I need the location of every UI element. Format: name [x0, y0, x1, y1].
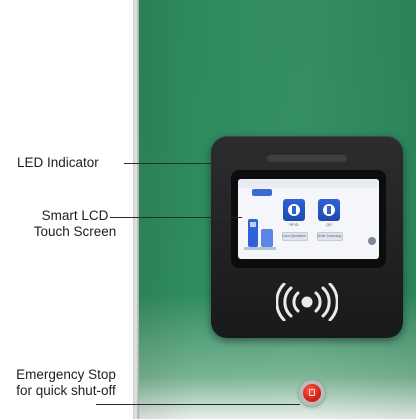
order-scanning-label: Order Scanning — [316, 234, 342, 238]
emergency-stop-label-line2: for quick shut-off — [16, 383, 116, 398]
order-scanning-button[interactable] — [317, 232, 343, 241]
emergency-stop-button[interactable] — [303, 384, 321, 402]
rfid-tile-icon — [288, 204, 300, 216]
rfid-tile-caption: RFID — [289, 222, 299, 227]
card-operation-label: Card Operation — [282, 234, 306, 238]
qr-tile-icon — [323, 204, 335, 216]
led-indicator-label: LED Indicator — [17, 155, 99, 170]
led-indicator-leader — [124, 163, 244, 164]
qr-tile[interactable] — [318, 199, 340, 221]
emergency-stop-icon — [309, 389, 315, 396]
charger-illustration-icon — [244, 219, 276, 250]
screen-logo-banner — [252, 189, 272, 196]
card-operation-button[interactable] — [282, 232, 308, 241]
led-indicator-bar — [266, 153, 348, 162]
cabinet-edge — [133, 0, 139, 419]
smart-lcd-label-line1: Smart LCD — [41, 208, 109, 223]
emergency-stop-leader — [96, 404, 300, 405]
lcd-touch-screen[interactable]: RFID QR Card Operation Order Scanning — [238, 179, 379, 259]
contactless-icon — [276, 283, 338, 321]
rfid-tile[interactable] — [283, 199, 305, 221]
qr-tile-caption: QR — [326, 222, 332, 227]
emergency-stop-label-line1: Emergency Stop — [16, 367, 116, 382]
smart-lcd-label-line2: Touch Screen — [33, 224, 117, 239]
smart-lcd-leader — [110, 217, 242, 218]
back-icon[interactable] — [368, 237, 376, 245]
label-area — [0, 0, 133, 419]
screen-status-bar — [238, 179, 379, 188]
